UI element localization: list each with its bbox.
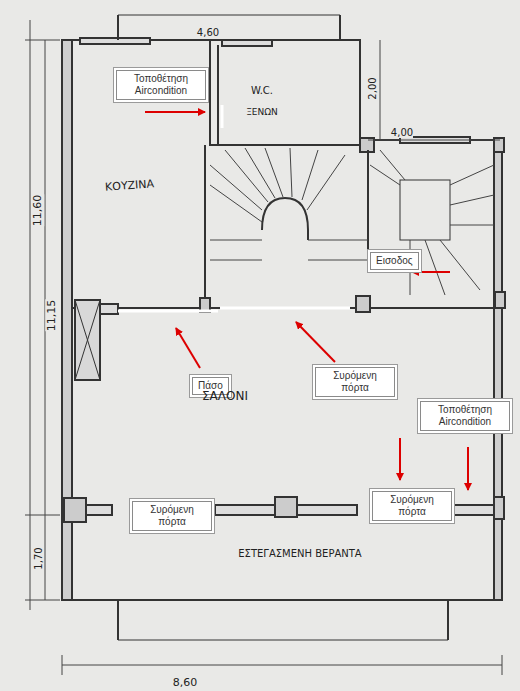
room-name: ΕΣΤΕΓΑΣΜΕΝΗ ΒΕΡΑΝΤΑ xyxy=(238,548,361,559)
dimension: 8,60 xyxy=(173,676,198,689)
callout-box: Συρόμενη πόρτα xyxy=(315,367,395,397)
room-name: ΣΑΛΟΝΙ xyxy=(202,389,248,403)
callout-box: Συρόμενη πόρτα xyxy=(132,501,212,531)
callout-text: Συρόμενη πόρτα xyxy=(378,494,446,518)
callout-text: Συρόμενη πόρτα xyxy=(321,370,389,394)
room-name: ΞΕΝΩΝ xyxy=(246,107,278,117)
callout-text: Τοποθέτηση Aircondition xyxy=(426,404,504,428)
dimension: 1,70 xyxy=(32,547,43,569)
callout-box: Συρόμενη πόρτα xyxy=(372,491,452,521)
dimension: 11,60 xyxy=(32,194,45,226)
callout-text: Τοποθέτηση Aircondition xyxy=(122,73,200,97)
dimension: 4,00 xyxy=(391,127,413,138)
dimension: 2,00 xyxy=(366,77,377,99)
dimension: 11,15 xyxy=(46,299,59,331)
callout-box: Τοποθέτηση Aircondition xyxy=(116,70,206,100)
room-name: W.C. xyxy=(251,85,273,96)
dimension: 4,60 xyxy=(197,27,219,38)
callout-box: Εισοδος xyxy=(370,252,419,270)
callout-box: Τοποθέτηση Aircondition xyxy=(420,401,510,431)
callout-text: Συρόμενη πόρτα xyxy=(138,504,206,528)
room-name: ΚΟΥΖΙΝΑ xyxy=(105,177,155,193)
callout-text: Εισοδος xyxy=(376,255,413,267)
